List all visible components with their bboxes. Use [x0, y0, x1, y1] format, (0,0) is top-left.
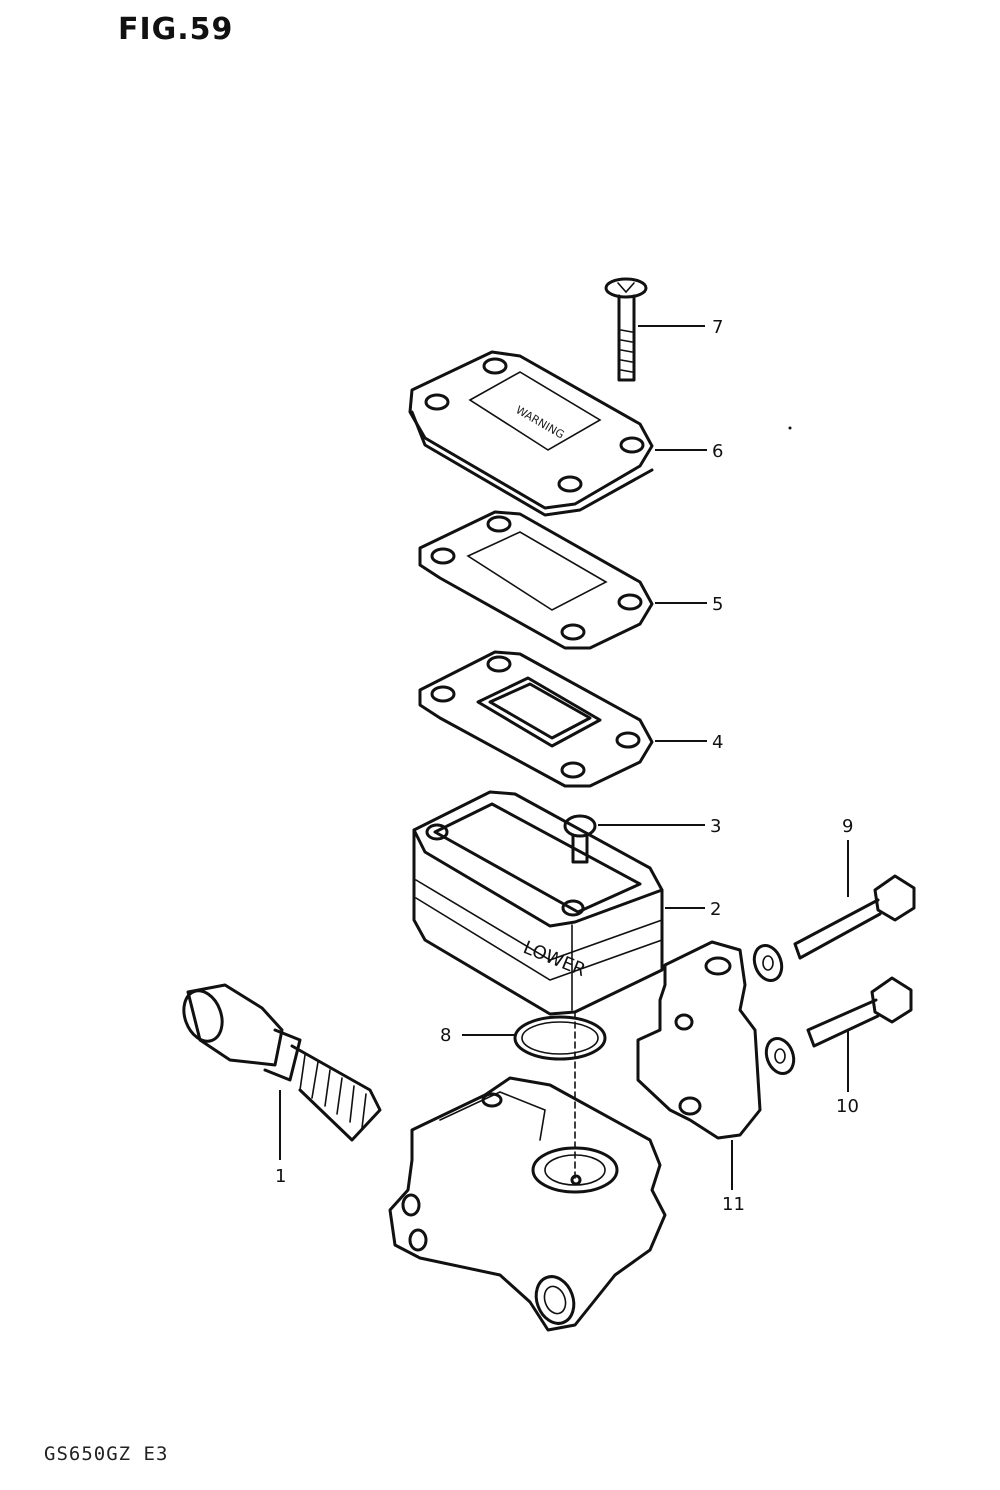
callout-label: 6: [712, 441, 723, 462]
callout-label: 2: [710, 899, 721, 920]
part-5-diaphragm-plate: [418, 510, 654, 650]
part-11-clamp: [636, 940, 762, 1140]
part-9-bolt: [752, 874, 916, 982]
callout-label: 10: [836, 1096, 859, 1117]
stray-dot: [788, 426, 792, 430]
callout-label: 11: [722, 1194, 745, 1215]
part-7-screw: [604, 277, 648, 382]
part-3-screw: [563, 814, 597, 864]
callout-label: 4: [712, 732, 723, 753]
callout-label: 8: [440, 1025, 451, 1046]
cap-warning-text: WARNING: [514, 403, 567, 441]
part-4-diaphragm: [418, 650, 654, 788]
figure-title: FIG.59: [118, 12, 234, 47]
reservoir-lower-marking: LOWER: [520, 937, 588, 981]
callout-label: 1: [275, 1166, 286, 1187]
model-code: GS650GZ E3: [44, 1443, 169, 1465]
part-10-bolt: [764, 976, 913, 1075]
master-cylinder-body: [388, 1076, 667, 1332]
callout-label: 9: [842, 816, 853, 837]
part-1-piston-assembly: [182, 983, 382, 1142]
callout-label: 5: [712, 594, 723, 615]
callout-label: 7: [712, 317, 723, 338]
callout-label: 3: [710, 816, 721, 837]
part-8-o-ring: [513, 1015, 607, 1061]
part-6-reservoir-cap: WARNING: [408, 350, 654, 517]
